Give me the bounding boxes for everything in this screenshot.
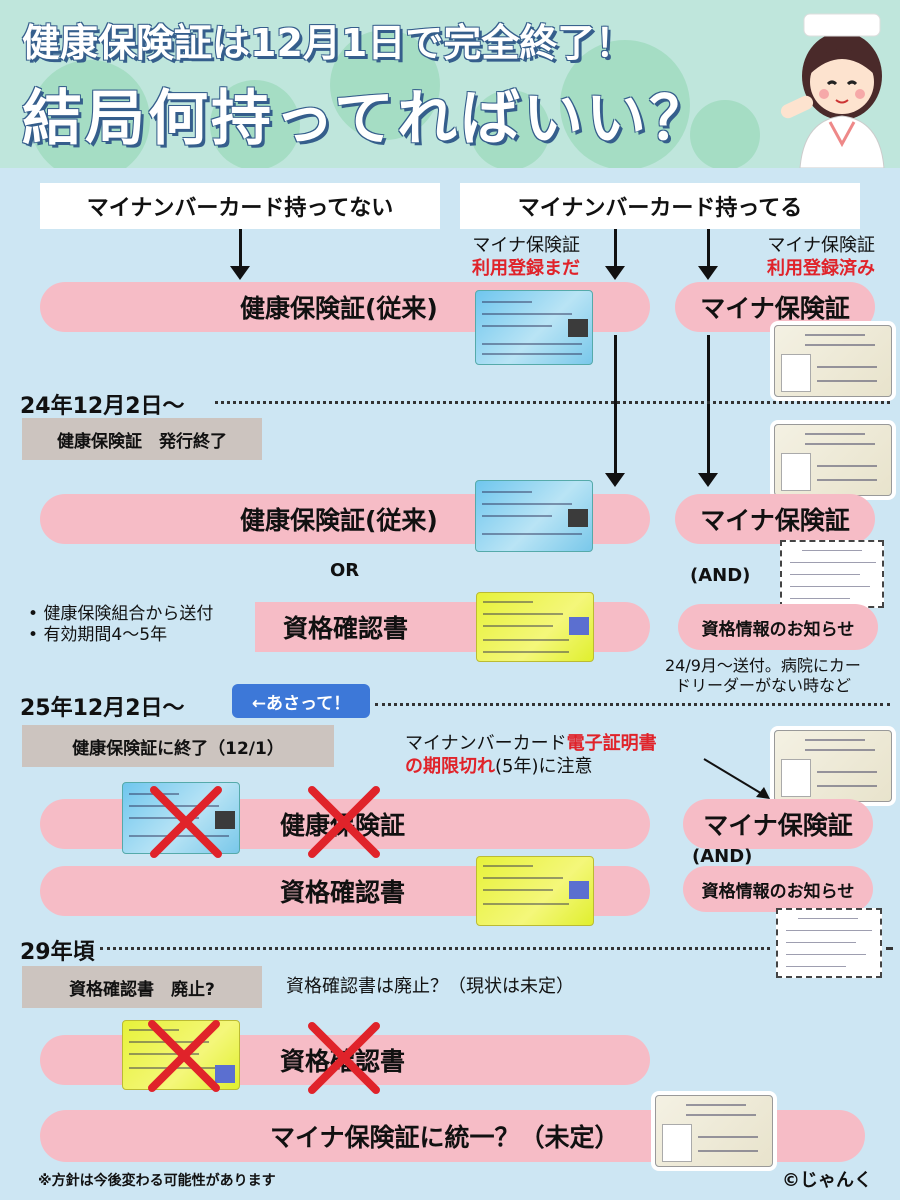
pill-label: 健康保険証(従来) <box>240 506 438 535</box>
header-banner: 健康保険証は12月1日で完全終了！ 結局何持ってればいい？ <box>0 0 900 168</box>
expiry-warning: マイナンバーカード電子証明書 の期限切れ(5年)に注意 <box>405 733 657 778</box>
disclaimer: ※方針は今後変わる可能性があります <box>38 1173 276 1189</box>
arrow-down-icon <box>698 266 718 280</box>
unregistered-note: マイナ保険証 利用登録まだ <box>450 235 580 280</box>
warning-red-text: 電子証明書 <box>566 733 657 754</box>
timeline-divider <box>886 947 892 950</box>
arrow-down-icon <box>230 266 250 280</box>
has-card-label: マイナンバーカード持ってる <box>517 196 803 221</box>
arrow-right-icon <box>703 758 770 799</box>
badge-2025-label: 健康保険証に終了（12/1） <box>72 738 284 759</box>
pill-label: 資格確認書 <box>280 878 406 907</box>
qualification-notice-image <box>776 908 882 978</box>
unregistered-line-2: 利用登録まだ <box>472 257 580 279</box>
soon-tag: ←あさって！ <box>232 684 370 718</box>
registered-line-2: 利用登録済み <box>767 257 875 279</box>
pill-label: マイナ保険証 <box>703 811 853 840</box>
pill-myna: マイナ保険証 <box>675 282 875 332</box>
no-card-label: マイナンバーカード持ってない <box>86 196 394 221</box>
pill-myna: マイナ保険証 <box>675 494 875 544</box>
notice-note-line-1: 24/9月〜送付。病院にカー <box>665 656 861 675</box>
notice-note: 24/9月〜送付。病院にカー ドリーダーがない時など <box>665 656 861 696</box>
cross-icon <box>308 786 380 858</box>
my-number-card-image <box>655 1095 773 1167</box>
unregistered-line-1: マイナ保険証 <box>472 235 580 256</box>
pill-shikaku-joho: 資格情報のお知らせ <box>683 866 873 912</box>
pill-label: マイナ保険証 <box>700 506 850 535</box>
qualification-certificate-image <box>476 856 594 926</box>
title-line-2: 結局何持ってればいい？ <box>22 84 712 154</box>
credit: ©じゃんく <box>782 1170 872 1191</box>
notice-note-line-2: ドリーダーがない時など <box>674 676 851 695</box>
arrow-down-icon <box>698 473 718 487</box>
pill-label: 資格情報のお知らせ <box>701 619 855 640</box>
pill-label: 資格情報のお知らせ <box>701 881 855 902</box>
pill-label: 資格確認書 <box>283 614 409 643</box>
registered-line-1: マイナ保険証 <box>767 235 875 256</box>
date-2029: 29年頃 <box>20 940 95 965</box>
pill-label: マイナ保険証に統一？（未定） <box>270 1123 620 1152</box>
badge-2025: 健康保険証に終了（12/1） <box>22 725 334 767</box>
pill-label: マイナ保険証 <box>700 294 850 323</box>
arrow-down-icon <box>605 266 625 280</box>
arrow-line <box>239 229 242 269</box>
my-number-card-image <box>774 424 892 496</box>
nurse-illustration <box>780 13 885 168</box>
badge-2024-label: 健康保険証 発行終了 <box>57 431 227 452</box>
arrow-line <box>614 335 617 475</box>
pill-label: 健康保険証(従来) <box>240 294 438 323</box>
arrow-down-icon <box>605 473 625 487</box>
bullet-item: • 健康保険組合から送付 <box>28 604 214 624</box>
my-number-card-image <box>774 325 892 397</box>
qualification-certificate-image <box>122 1020 240 1090</box>
arrow-line <box>707 229 710 269</box>
date-2024: 24年12月2日〜 <box>20 394 185 419</box>
badge-2029-label: 資格確認書 廃止? <box>69 979 215 1000</box>
registered-note: マイナ保険証 利用登録済み <box>740 235 875 280</box>
warning-text: マイナンバーカード <box>405 733 567 754</box>
warning-text: (5年)に注意 <box>495 755 593 777</box>
my-number-card-image <box>774 730 892 802</box>
arrow-line <box>614 229 617 269</box>
qualification-notice-image <box>780 540 884 608</box>
badge-2024: 健康保険証 発行終了 <box>22 418 262 460</box>
pill-myna: マイナ保険証 <box>683 799 873 849</box>
abolish-note: 資格確認書は廃止？（現状は未定） <box>286 976 574 997</box>
health-insurance-card-image <box>475 290 593 365</box>
pill-shikaku-joho: 資格情報のお知らせ <box>678 604 878 650</box>
badge-2029: 資格確認書 廃止? <box>22 966 262 1008</box>
warning-red-text: の期限切れ <box>405 755 495 777</box>
health-insurance-card-image <box>475 480 593 552</box>
or-label: OR <box>330 560 360 581</box>
timeline-divider <box>215 401 890 404</box>
bullet-item: • 有効期間4〜5年 <box>28 625 168 646</box>
timeline-divider <box>100 947 770 950</box>
title-line-1: 健康保険証は12月1日で完全終了！ <box>22 21 634 65</box>
no-card-box: マイナンバーカード持ってない <box>40 183 440 229</box>
and-label: (AND) <box>692 846 753 867</box>
qualification-certificate-image <box>476 592 594 662</box>
cross-icon <box>148 1020 220 1092</box>
and-label: (AND) <box>690 565 751 586</box>
soon-tag-label: ←あさって！ <box>251 693 351 714</box>
timeline-divider <box>375 703 890 706</box>
arrow-line <box>707 335 710 475</box>
cross-icon <box>308 1022 380 1094</box>
bullet-list: • 健康保険組合から送付 • 有効期間4〜5年 <box>28 604 213 647</box>
has-card-box: マイナンバーカード持ってる <box>460 183 860 229</box>
cross-icon <box>150 786 222 858</box>
date-2025: 25年12月2日〜 <box>20 696 185 721</box>
